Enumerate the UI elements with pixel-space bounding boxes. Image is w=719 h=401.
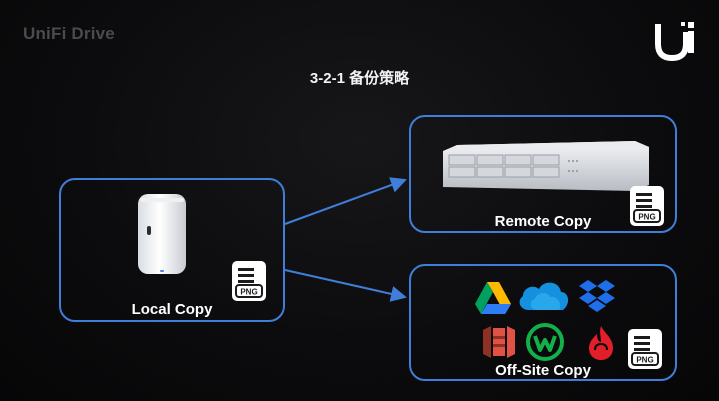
local-copy-box: PNG Local Copy <box>59 178 285 322</box>
png-badge-text: PNG <box>638 213 655 222</box>
arrow-to-offsite <box>284 269 407 302</box>
remote-copy-box: PNG Remote Copy <box>409 115 677 233</box>
unifi-drive-device-icon <box>138 194 186 274</box>
slide-title: 3-2-1 备份策略 <box>309 70 410 87</box>
rack-server-icon <box>443 141 649 191</box>
ubiquiti-logo-icon <box>655 22 694 62</box>
offsite-copy-box: PNG Off-Site Copy <box>409 264 677 381</box>
png-file-icon: PNG <box>630 186 664 226</box>
arrow-to-remote <box>284 177 407 225</box>
dropbox-icon <box>579 280 615 312</box>
png-badge-text: PNG <box>636 356 653 365</box>
wasabi-icon <box>526 323 564 361</box>
aws-s3-icon <box>483 326 515 358</box>
local-copy-label: Local Copy <box>131 301 213 318</box>
offsite-copy-label: Off-Site Copy <box>495 362 591 379</box>
google-drive-icon <box>475 282 511 314</box>
png-file-icon: PNG <box>628 329 662 369</box>
remote-copy-label: Remote Copy <box>494 213 592 230</box>
onedrive-icon <box>519 282 569 310</box>
png-badge-text: PNG <box>240 288 257 297</box>
png-file-icon: PNG <box>232 261 266 301</box>
brand-title: UniFi Drive <box>23 24 115 43</box>
backblaze-icon <box>589 326 613 360</box>
